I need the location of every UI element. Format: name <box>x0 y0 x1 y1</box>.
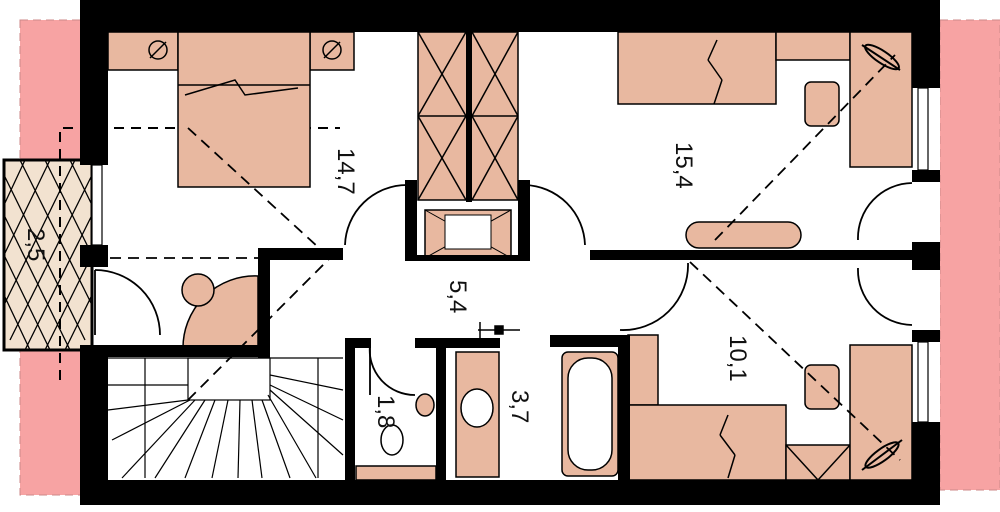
shaft <box>424 209 512 259</box>
bathroom-fixtures <box>455 351 619 478</box>
right-top-lamp-icon <box>861 43 901 71</box>
area-label-bathroom: 3,7 <box>506 390 533 423</box>
light-switch-icon <box>478 322 520 338</box>
area-label-bedroom-left: 14,7 <box>332 148 359 195</box>
walls <box>80 0 940 505</box>
doors <box>94 182 913 396</box>
wc-fixtures <box>355 393 437 481</box>
right-bottom-lamp-icon <box>861 439 903 471</box>
area-label-balcony: 2,5 <box>22 228 49 261</box>
bedroom-right-bottom-furniture <box>627 334 913 481</box>
area-label-bedroom-right-top: 15,4 <box>670 142 697 189</box>
balcony <box>2 158 94 352</box>
bedroom-right-top-furniture <box>617 31 913 249</box>
area-label-hall: 5,4 <box>444 280 471 313</box>
hall-round-table <box>181 273 259 351</box>
exterior-terrace-right <box>939 19 1000 491</box>
nightstand-lamp-icon <box>148 40 342 60</box>
area-label-bedroom-right-bottom: 10,1 <box>724 335 751 382</box>
room-labels: 14,7 15,4 5,4 10,1 3,7 1,8 2,5 <box>22 142 751 428</box>
windows <box>91 87 929 423</box>
wardrobe-divider <box>466 32 472 202</box>
area-label-wc: 1,8 <box>372 395 399 428</box>
